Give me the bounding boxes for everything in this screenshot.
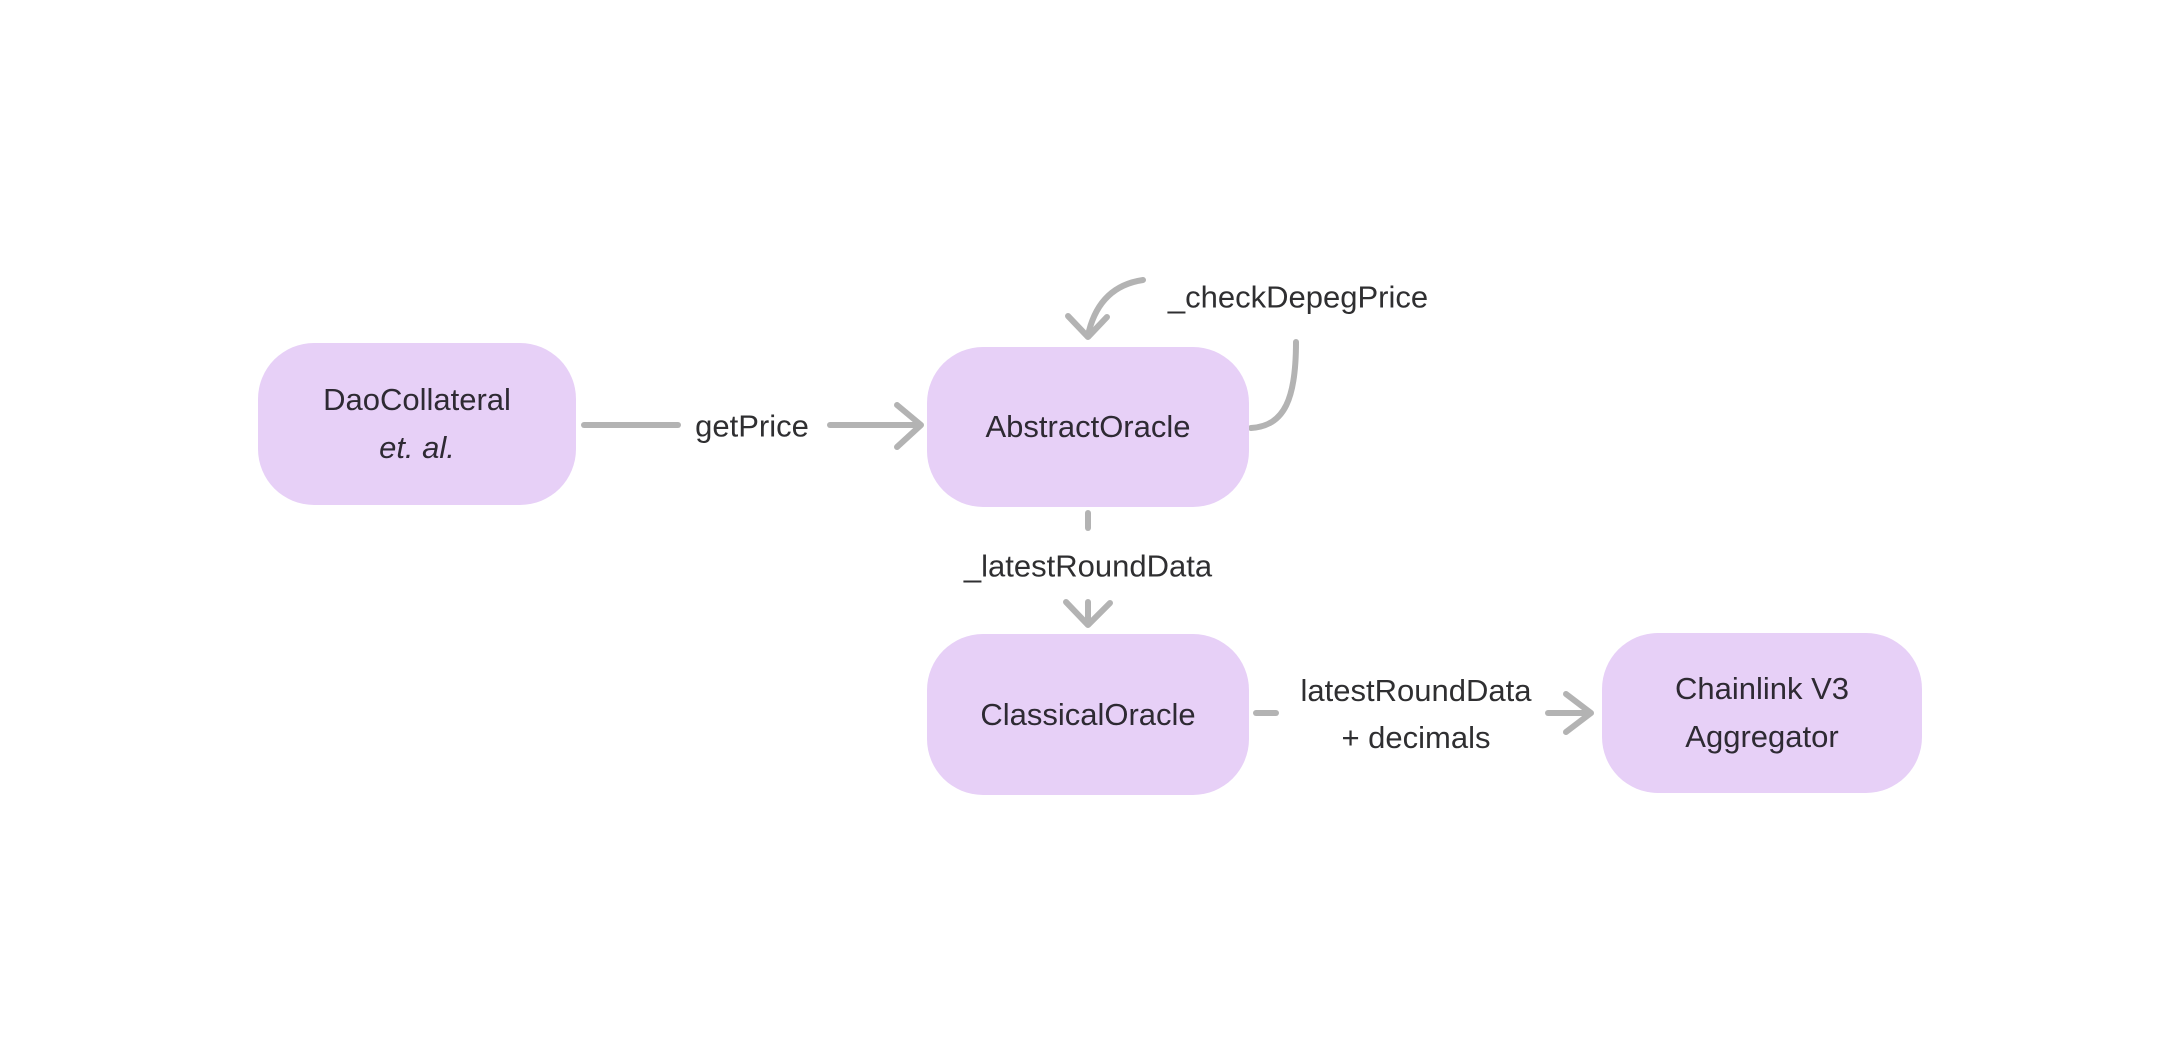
edge-selfloop-top-arc: [1086, 277, 1146, 334]
node-dao-collateral-line1: DaoCollateral: [323, 382, 511, 417]
edge-label-getprice: getPrice: [695, 408, 809, 444]
edge-latestrounddata-decimals: [1253, 691, 1594, 735]
node-abstract-oracle: AbstractOracle: [927, 347, 1249, 507]
edge-getprice: [581, 402, 924, 450]
node-chainlink-line2: Aggregator: [1685, 719, 1839, 754]
edge-label-latestrounddata-decimals-line1: latestRoundData: [1300, 673, 1532, 708]
node-chainlink-line1: Chainlink V3: [1674, 671, 1850, 706]
edge-down-arrowhead-icon: [1063, 599, 1113, 628]
node-dao-collateral-line2: et. al.: [379, 430, 455, 465]
edge-selfloop-right-arc: [1248, 339, 1299, 431]
node-abstract-oracle-label: AbstractOracle: [985, 409, 1191, 444]
edge-label-latestrounddata-decimals-line2: + decimals: [1341, 720, 1491, 755]
edge-label-latestrounddata-decimals: latestRoundData + decimals: [1301, 667, 1532, 761]
node-classical-oracle-label: ClassicalOracle: [980, 696, 1196, 732]
node-chainlink-v3-aggregator: Chainlink V3 Aggregator: [1602, 633, 1922, 793]
edge-right-arrowhead-icon: [1563, 691, 1594, 735]
edge-selfloop-arrowhead-icon: [1065, 313, 1110, 340]
node-classical-oracle: ClassicalOracle: [927, 634, 1249, 795]
edge-label-latestrounddata: _latestRoundData: [963, 548, 1213, 584]
edge-latestrounddata-down: [1063, 510, 1113, 628]
edge-getprice-arrowhead-icon: [894, 402, 924, 450]
node-dao-collateral: DaoCollateral et. al.: [258, 343, 576, 505]
edge-label-checkdepegprice: _checkDepegPrice: [1167, 279, 1429, 315]
edge-checkdepegprice-selfloop: [1065, 277, 1299, 431]
